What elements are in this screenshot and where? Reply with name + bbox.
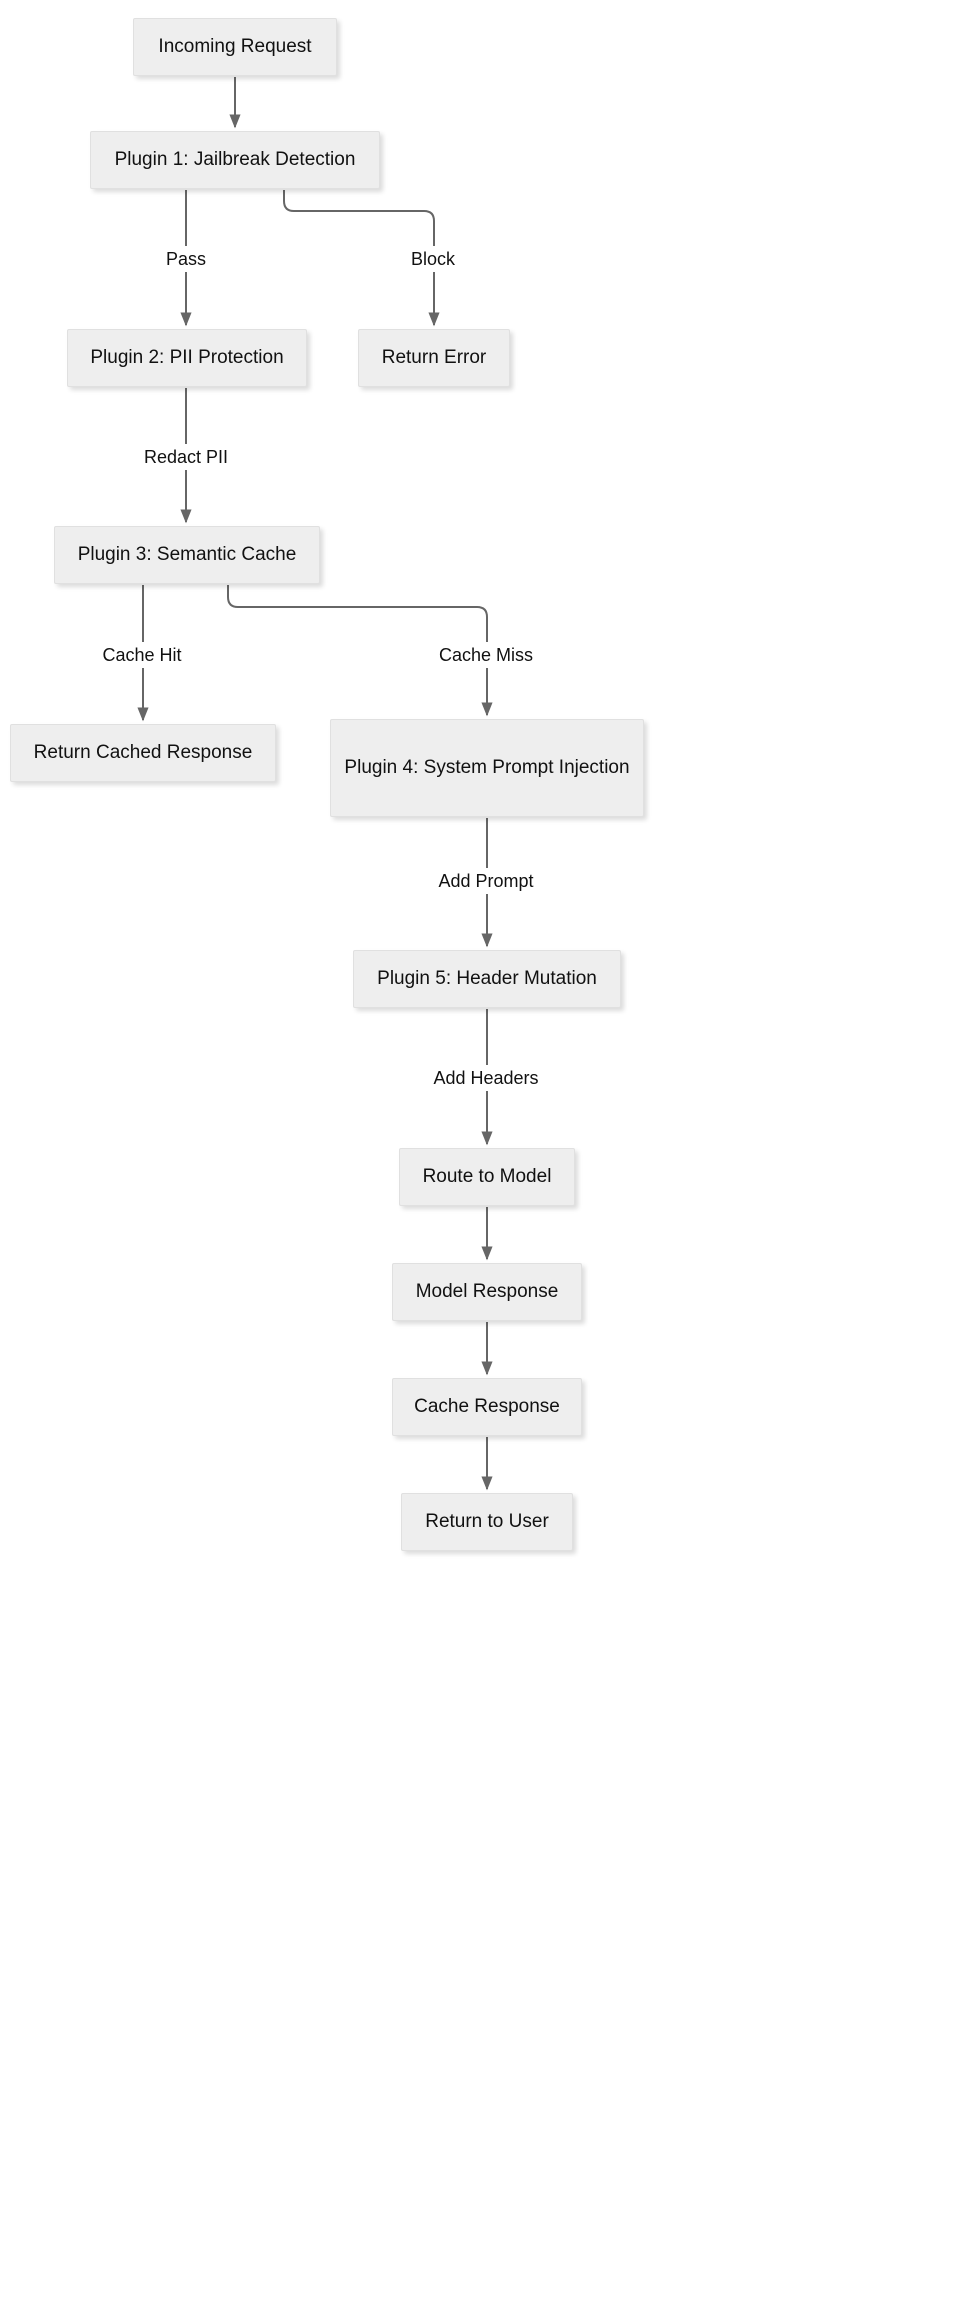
node-plugin-5-header-mutation[interactable]: Plugin 5: Header Mutation: [353, 950, 621, 1008]
edge-label-redact-pii: Redact PII: [139, 444, 233, 470]
node-label: Plugin 2: PII Protection: [90, 347, 284, 368]
edge-plugin-1-to-return-error: [283, 190, 440, 327]
node-label: Incoming Request: [158, 36, 312, 57]
node-label: Plugin 3: Semantic Cache: [77, 544, 297, 565]
node-incoming-request[interactable]: Incoming Request: [133, 18, 337, 76]
node-label: Return Error: [381, 347, 487, 368]
edge-plugin-3-to-plugin-4: [227, 585, 493, 717]
edge-label-block: Block: [406, 246, 460, 272]
edge-label-cache-hit: Cache Hit: [98, 642, 186, 668]
node-route-to-model[interactable]: Route to Model: [399, 1148, 575, 1206]
node-label: Route to Model: [422, 1166, 552, 1187]
node-cache-response[interactable]: Cache Response: [392, 1378, 582, 1436]
node-label: Plugin 1: Jailbreak Detection: [114, 149, 356, 170]
node-plugin-4-system-prompt-injection[interactable]: Plugin 4: System Prompt Injection: [330, 719, 644, 817]
node-label: Plugin 4: System Prompt Injection: [344, 757, 630, 778]
node-label: Cache Response: [414, 1396, 560, 1417]
edge-label-pass: Pass: [161, 246, 211, 272]
node-label: Model Response: [415, 1281, 559, 1302]
node-label: Return to User: [425, 1511, 549, 1532]
node-plugin-2-pii-protection[interactable]: Plugin 2: PII Protection: [67, 329, 307, 387]
node-return-cached-response[interactable]: Return Cached Response: [10, 724, 276, 782]
node-return-to-user[interactable]: Return to User: [401, 1493, 573, 1551]
node-label: Return Cached Response: [33, 742, 253, 763]
node-plugin-1-jailbreak-detection[interactable]: Plugin 1: Jailbreak Detection: [90, 131, 380, 189]
edge-label-cache-miss: Cache Miss: [434, 642, 538, 668]
node-plugin-3-semantic-cache[interactable]: Plugin 3: Semantic Cache: [54, 526, 320, 584]
node-return-error[interactable]: Return Error: [358, 329, 510, 387]
node-label: Plugin 5: Header Mutation: [377, 968, 597, 989]
edge-label-add-headers: Add Headers: [429, 1065, 543, 1091]
node-model-response[interactable]: Model Response: [392, 1263, 582, 1321]
edge-label-add-prompt: Add Prompt: [434, 868, 538, 894]
